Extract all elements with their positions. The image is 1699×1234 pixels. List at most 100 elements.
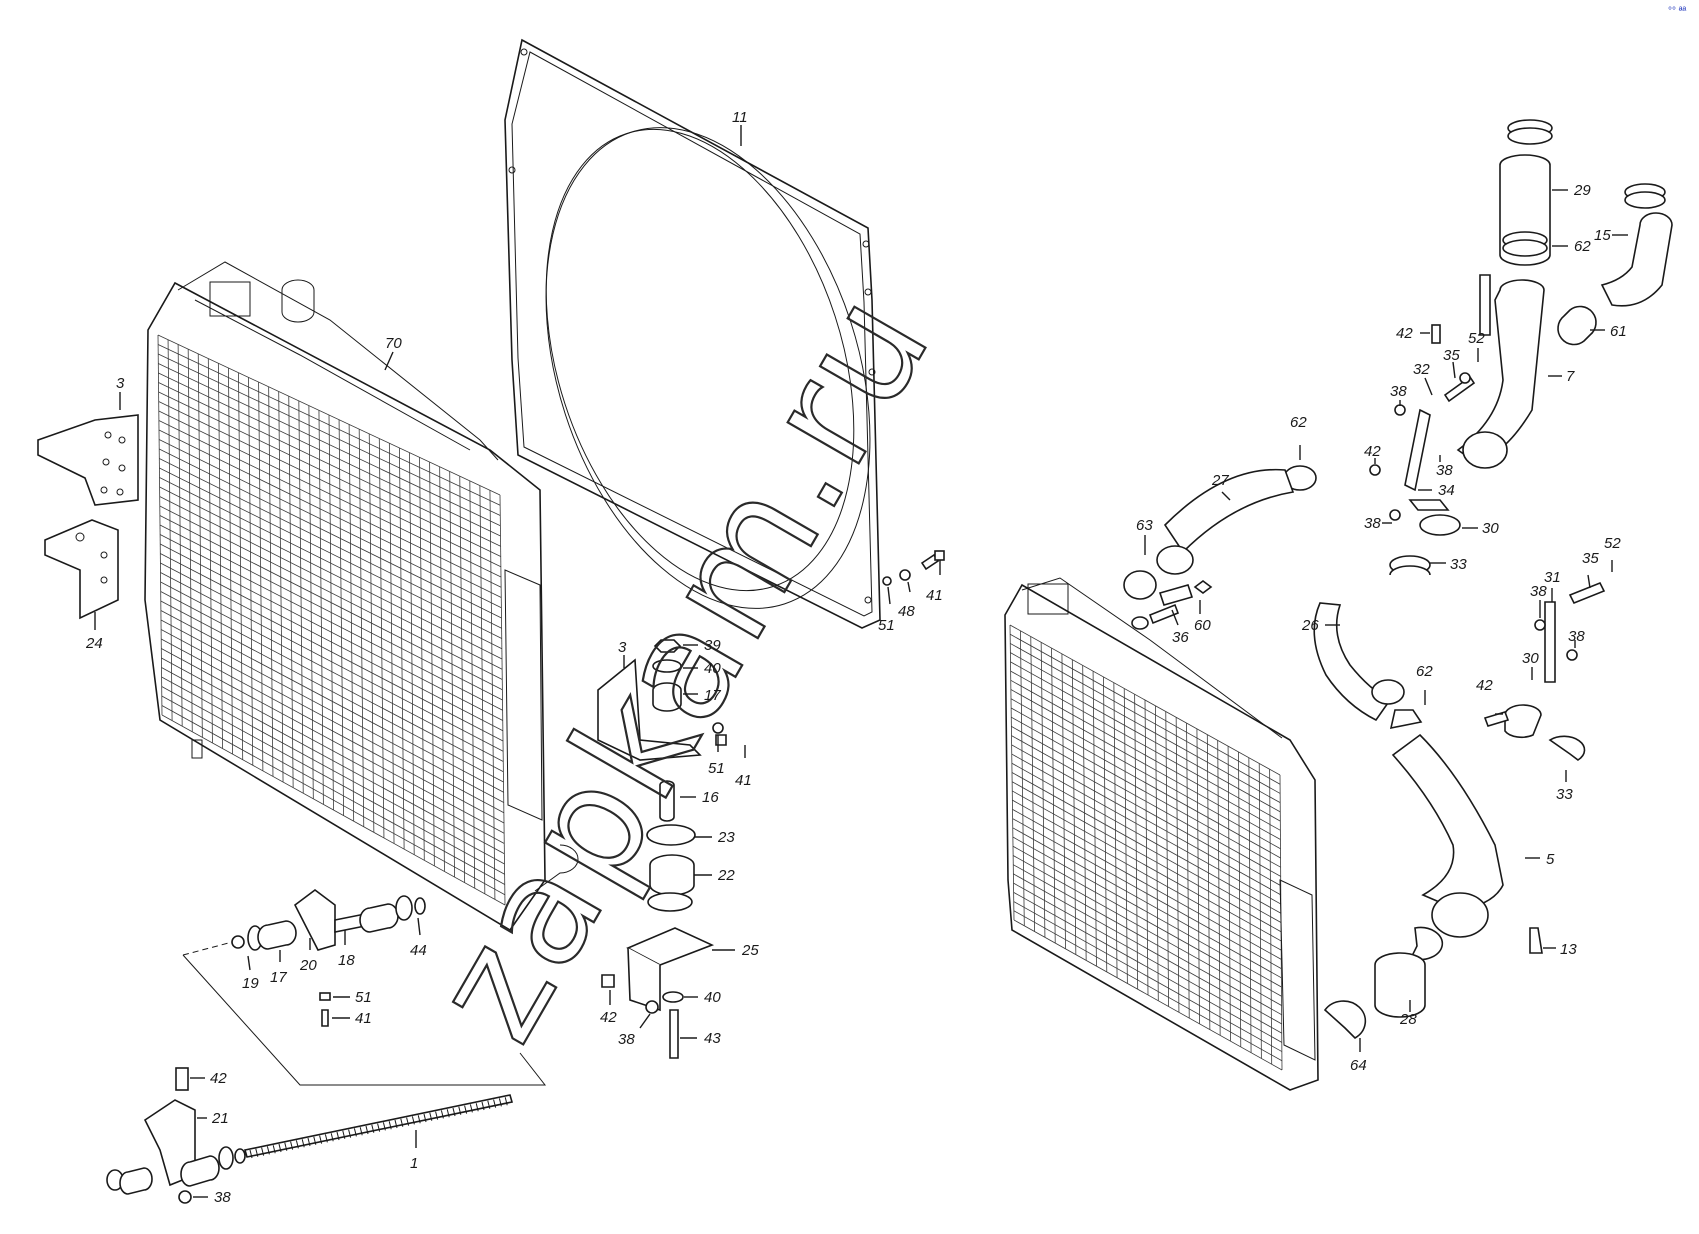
- label-42-rt3: 42: [1476, 677, 1493, 694]
- thread-mark: [255, 1148, 259, 1157]
- corner-mark: °° ªª: [1668, 6, 1686, 17]
- thread-mark: [272, 1145, 276, 1154]
- label-3-left: 3: [116, 375, 125, 392]
- core-line: [159, 496, 503, 670]
- core-line: [159, 477, 503, 650]
- label-25: 25: [741, 942, 759, 959]
- thread-mark: [342, 1130, 346, 1139]
- core-line: [1010, 689, 1281, 840]
- core-line: [1010, 652, 1281, 804]
- thread-mark: [353, 1128, 357, 1137]
- label-3-center: 3: [618, 639, 627, 656]
- label-39: 39: [704, 637, 721, 654]
- label-24: 24: [85, 635, 103, 652]
- label-42-rt2: 42: [1364, 443, 1381, 460]
- core-line: [161, 676, 505, 865]
- core-line: [1010, 707, 1281, 859]
- core-line: [1009, 624, 1281, 776]
- radiator-right: [1004, 577, 1319, 1091]
- thread-mark: [319, 1135, 323, 1144]
- thread-mark: [330, 1133, 334, 1142]
- label-1: 1: [410, 1155, 418, 1172]
- thread-mark: [348, 1129, 352, 1138]
- core-line: [1010, 670, 1281, 822]
- core-line: [1013, 873, 1282, 1025]
- label-42-center: 42: [600, 1009, 617, 1026]
- thread-mark: [504, 1097, 508, 1106]
- thread-mark: [295, 1140, 299, 1149]
- core-line: [1012, 809, 1282, 960]
- core-line: [1009, 633, 1281, 785]
- core-line: [1013, 864, 1282, 1016]
- thread-mark: [324, 1134, 328, 1143]
- core-line: [1011, 716, 1281, 868]
- label-52-right: 52: [1604, 535, 1621, 552]
- thread-mark: [284, 1142, 288, 1151]
- core-line: [1011, 772, 1282, 923]
- core-line: [160, 629, 505, 814]
- core-line: [1012, 845, 1282, 997]
- core-line: [1011, 726, 1281, 877]
- label-17-left: 17: [270, 969, 287, 986]
- label-33-top: 33: [1450, 556, 1467, 573]
- core-line: [159, 448, 502, 619]
- thread-mark: [435, 1111, 439, 1120]
- thread-mark: [266, 1146, 270, 1155]
- core-line: [160, 610, 504, 793]
- label-33-right: 33: [1556, 786, 1573, 803]
- label-38-rt1: 38: [1390, 383, 1407, 400]
- label-32: 32: [1413, 361, 1430, 378]
- thread-mark: [394, 1119, 398, 1129]
- fan-shroud: [504, 38, 881, 629]
- label-38-rt2: 38: [1436, 462, 1453, 479]
- radiator-left-core: [157, 334, 506, 906]
- label-38-rt3: 38: [1364, 515, 1381, 532]
- tension-rod: [106, 1067, 514, 1204]
- label-16: 16: [702, 789, 719, 806]
- thread-mark: [336, 1131, 340, 1141]
- label-63: 63: [1136, 517, 1153, 534]
- core-line: [160, 591, 504, 773]
- thread-mark: [458, 1106, 462, 1115]
- thread-mark: [429, 1112, 433, 1121]
- core-line: [1013, 882, 1282, 1034]
- core-line: [159, 458, 502, 629]
- core-line: [159, 505, 503, 680]
- thread-mark: [498, 1098, 502, 1107]
- thread-mark: [261, 1147, 265, 1156]
- thread-mark: [452, 1107, 456, 1117]
- core-line: [159, 534, 503, 711]
- core-line: [157, 344, 501, 506]
- thread-mark: [481, 1101, 485, 1111]
- core-line: [160, 581, 504, 762]
- thread-mark: [446, 1109, 450, 1118]
- thread-mark: [400, 1118, 404, 1127]
- thread-mark: [440, 1110, 444, 1119]
- thread-mark: [417, 1115, 421, 1124]
- thread-mark: [493, 1099, 497, 1108]
- core-line: [158, 353, 501, 516]
- core-line: [1010, 643, 1281, 794]
- label-61: 61: [1610, 323, 1627, 340]
- label-21: 21: [211, 1110, 229, 1127]
- label-51-center: 51: [708, 760, 725, 777]
- part-labels: 70 3 24 11 39 40 17 3 51 41 16 23 22 25 …: [85, 109, 1628, 1206]
- core-line: [160, 543, 503, 721]
- label-60: 60: [1194, 617, 1211, 634]
- core-line: [161, 705, 506, 896]
- core-line: [1010, 679, 1281, 831]
- core-line: [1012, 836, 1282, 988]
- label-41-left: 41: [355, 1010, 372, 1027]
- core-line: [160, 562, 504, 742]
- core-line: [1011, 781, 1282, 933]
- core-line: [158, 372, 501, 537]
- label-38-left: 38: [214, 1189, 231, 1206]
- core-line: [1012, 790, 1282, 942]
- label-52-top: 52: [1468, 330, 1485, 347]
- core-line: [1011, 744, 1282, 896]
- thread-mark: [475, 1103, 479, 1112]
- thread-mark: [249, 1149, 253, 1159]
- label-62-mid: 62: [1290, 414, 1307, 431]
- thread-mark: [365, 1125, 369, 1135]
- label-28: 28: [1399, 1011, 1417, 1028]
